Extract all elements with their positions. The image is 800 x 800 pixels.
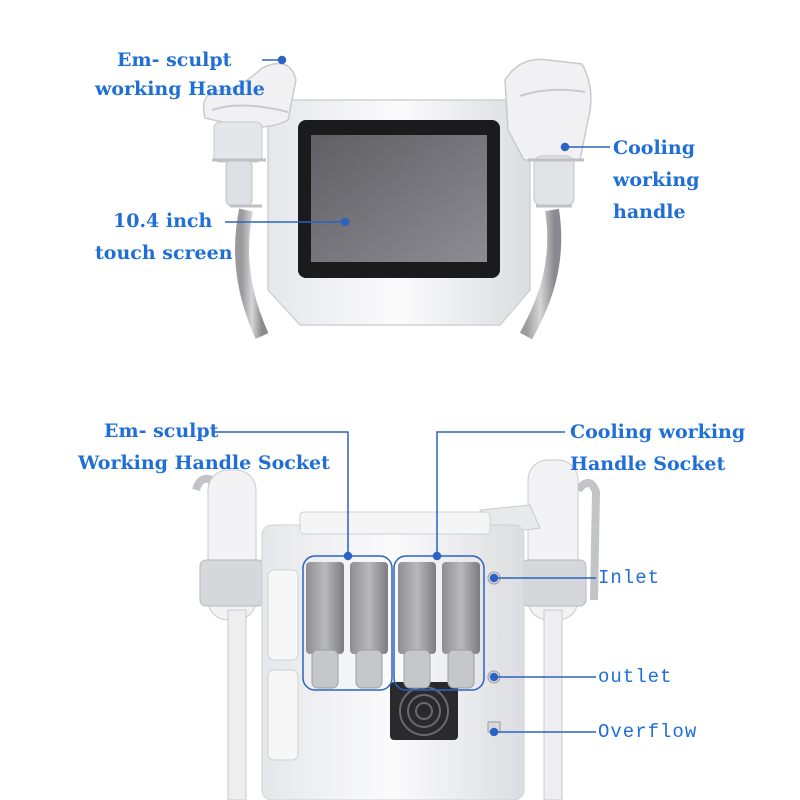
bottom-callouts (214, 431, 596, 737)
emsculpt-handle (202, 62, 297, 208)
cooling-socket-label-line1: Cooling working (570, 421, 746, 443)
cooling-handle-label-line1: Cooling (613, 137, 696, 159)
cooling-handle-label: Cooling working handle (613, 132, 700, 228)
overflow-label: Overflow (598, 721, 698, 743)
emsculpt-handle-label-line1: Em- sculpt (117, 49, 232, 71)
screen-label-line1: 10.4 inch (113, 210, 213, 232)
outlet-label: outlet (598, 666, 673, 688)
emsculpt-sockets (306, 562, 388, 689)
cooling-handle-label-line2: working (613, 169, 700, 191)
side-tube-top (267, 569, 299, 661)
emsculpt-handle-label: Em- sculpt (117, 44, 231, 76)
emsculpt-socket-label-line1: Em- sculpt (104, 420, 219, 442)
side-tube-bottom (267, 669, 299, 761)
cooling-socket-label: Cooling working Handle Socket (570, 416, 745, 480)
screen-label-line2: touch screen (95, 242, 233, 264)
cooling-sockets (398, 562, 480, 689)
left-hose (235, 208, 269, 339)
emsculpt-socket-label: Em- sculpt Working Handle Socket (78, 415, 330, 479)
emsculpt-socket-label-line2: Working Handle Socket (78, 452, 330, 474)
touch-screen (311, 135, 487, 262)
right-hose (519, 208, 562, 340)
bottom-device (192, 459, 601, 800)
cooling-handle-label-line3: handle (613, 201, 686, 223)
screen-label: 10.4 inch touch screen (95, 205, 233, 269)
inlet-label: Inlet (598, 567, 661, 589)
top-callouts (225, 55, 610, 227)
top-device (202, 58, 592, 340)
cooling-socket-label-line2: Handle Socket (570, 453, 726, 475)
emsculpt-handle-label-2: working Handle (95, 73, 265, 105)
emsculpt-handle-label-line2: working Handle (95, 78, 265, 100)
cooling-handle (504, 58, 592, 208)
